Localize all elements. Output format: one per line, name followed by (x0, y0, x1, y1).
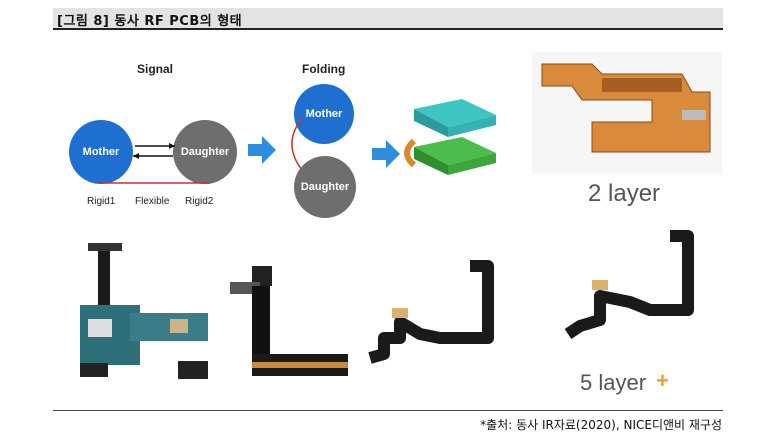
flex-pcb-photo-2layer (532, 52, 722, 174)
process-arrow-2 (372, 140, 400, 168)
folded-board-3d (404, 99, 496, 175)
flexible-label: Flexible (135, 196, 170, 207)
mother-label: Mother (82, 146, 120, 158)
rigid2-label: Rigid2 (185, 196, 214, 207)
folding-diagram: Folding Mother Daughter (282, 50, 372, 230)
process-arrow-1 (248, 136, 276, 164)
daughter-label: Daughter (180, 146, 230, 158)
figure-title: [그림 8] 동사 RF PCB의 형태 (57, 14, 243, 29)
folded-mother-circle: Mother (294, 84, 354, 144)
pcb-photo-flex-cable-3 (368, 260, 494, 364)
source-caption: *출처: 동사 IR자료(2020), NICE디앤비 재구성 (480, 418, 722, 432)
plus-sign: + (656, 368, 669, 393)
folded-daughter-circle: Daughter (294, 156, 356, 218)
signal-label: Signal (137, 62, 174, 76)
layer2-label: 2 layer (588, 180, 661, 207)
pcb-photo-connector-board (80, 243, 208, 379)
pcb-photo-flex-cable-5 (564, 230, 694, 339)
mother-circle: Mother (69, 120, 133, 184)
pcb-photo-l-flex (230, 266, 348, 376)
folded-mother-label: Mother (305, 108, 343, 120)
layer5-label: 5 layer (580, 370, 647, 395)
rigid1-label: Rigid1 (87, 196, 116, 207)
folded-flex-curve (291, 117, 303, 171)
folded-daughter-label: Daughter (300, 181, 350, 193)
source-divider (53, 410, 723, 411)
signal-arrows (133, 143, 175, 159)
figure-title-bar: [그림 8] 동사 RF PCB의 형태 (53, 8, 723, 30)
signal-diagram: Signal Mother Daughter Rigid1 Flexible R… (55, 40, 255, 220)
daughter-circle: Daughter (173, 120, 237, 184)
flexible-line (100, 182, 210, 184)
folding-label: Folding (302, 62, 346, 76)
